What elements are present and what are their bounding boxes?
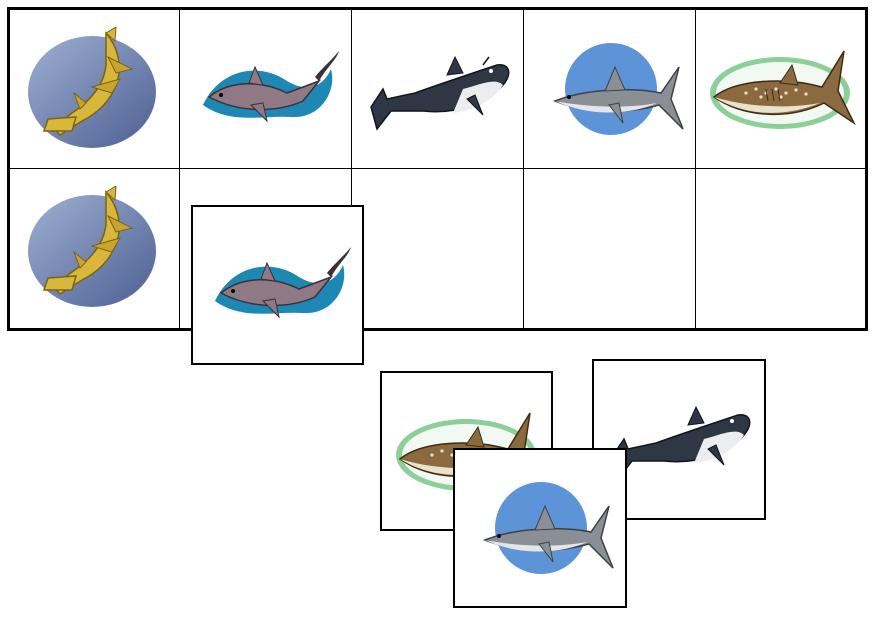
- board-cell-r1-c2: [180, 10, 352, 169]
- card-gray-reef-shark[interactable]: [453, 448, 627, 608]
- gray-reef-shark-icon: [552, 42, 684, 135]
- thresher-shark-icon: [202, 50, 339, 123]
- hammerhead-shark-icon: [27, 26, 156, 148]
- board-cell-r2-c1: [10, 169, 180, 328]
- board-cell-r2-c4[interactable]: [524, 169, 696, 328]
- card-thresher-shark[interactable]: [191, 205, 364, 365]
- mako-shark-icon: [369, 55, 509, 131]
- board-cell-r1-c3: [352, 10, 524, 169]
- pattern-board: [7, 7, 868, 331]
- mako-shark-icon: [611, 405, 751, 481]
- whale-shark-icon: [709, 50, 856, 129]
- board-cell-r1-c1: [10, 10, 180, 169]
- board-cell-r2-c3[interactable]: [352, 169, 524, 328]
- hammerhead-shark-icon: [27, 186, 156, 307]
- board-cell-r1-c5: [696, 10, 865, 169]
- board-cell-r1-c4: [524, 10, 696, 169]
- board-cell-r2-c5[interactable]: [696, 169, 865, 328]
- gray-reef-shark-icon: [482, 481, 614, 574]
- thresher-shark-icon: [214, 246, 351, 319]
